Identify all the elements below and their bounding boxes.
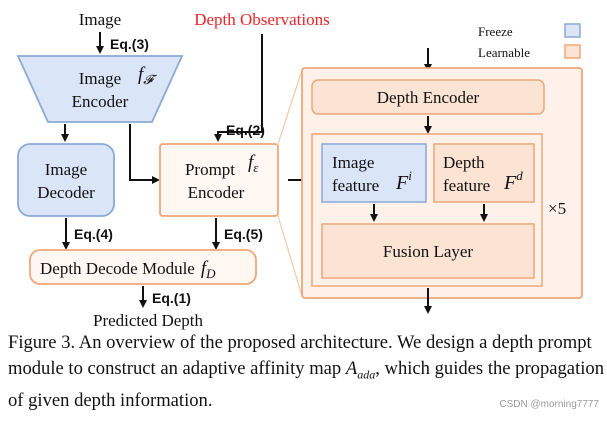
legend-freeze-swatch	[564, 23, 581, 38]
prompt-encoder-line1: Prompt	[185, 160, 235, 179]
image-decoder-box	[17, 143, 115, 217]
zoom-line-top	[277, 69, 303, 145]
image-feature-line1: Image	[332, 153, 374, 172]
caption-tail: , which guides the propagation of given …	[8, 358, 604, 411]
image-decoder-line1: Image	[45, 160, 87, 179]
image-feature-line2: feature	[332, 176, 379, 195]
figure-caption: Figure 3. An overview of the proposed ar…	[8, 330, 604, 414]
legend-learnable-swatch	[564, 44, 581, 59]
prompt-encoder-box	[159, 143, 279, 217]
depth-feature-line1: Depth	[443, 153, 485, 172]
eq5-label: Eq.(5)	[224, 226, 263, 242]
image-decoder-line2: Decoder	[37, 183, 95, 202]
depth-feature-symbol: Fd	[503, 168, 523, 194]
prompt-encoder-symbol: fε	[248, 152, 259, 175]
depth-observations-label: Depth Observations	[194, 10, 330, 29]
image-input-label: Image	[79, 10, 121, 29]
depth-encoder-label: Depth Encoder	[377, 88, 480, 107]
eq4-label: Eq.(4)	[74, 226, 113, 242]
image-feature-box	[321, 143, 427, 203]
architecture-diagram: Image Eq.(3) Image Encoder f𝓕 Image Deco…	[16, 10, 583, 330]
legend-freeze-label: Freeze	[478, 24, 513, 39]
image-encoder-box	[16, 55, 184, 123]
predicted-depth-label: Predicted Depth	[93, 311, 203, 330]
fusion-layer-box	[321, 223, 535, 279]
arrow-encoder-to-prompt	[129, 124, 160, 184]
caption-text: Figure 3. An overview of the proposed ar…	[8, 332, 592, 379]
caption-math-subscript: ada	[357, 367, 376, 382]
eq2-label: Eq.(2)	[226, 122, 265, 138]
watermark: CSDN @morning7777	[499, 399, 599, 410]
depth-decode-module-box	[29, 249, 257, 285]
depth-encoder-box	[311, 79, 545, 115]
prompt-encoder-line2: Encoder	[188, 183, 245, 202]
legend-learnable-label: Learnable	[478, 45, 530, 60]
zoom-line-bottom	[277, 215, 303, 297]
image-encoder-line2: Encoder	[72, 92, 129, 111]
image-encoder-line1: Image	[79, 69, 121, 88]
eq3-label: Eq.(3)	[110, 36, 149, 52]
caption-math-symbol: A	[345, 358, 358, 379]
depth-feature-box	[433, 143, 535, 203]
depth-feature-line2: feature	[443, 176, 490, 195]
eq1-label: Eq.(1)	[152, 290, 191, 306]
fusion-layer-label: Fusion Layer	[383, 242, 474, 261]
arrow-depth-obs-to-prompt	[214, 34, 263, 142]
repeat-count-label: ×5	[548, 199, 566, 218]
image-feature-symbol: Fi	[395, 168, 412, 194]
